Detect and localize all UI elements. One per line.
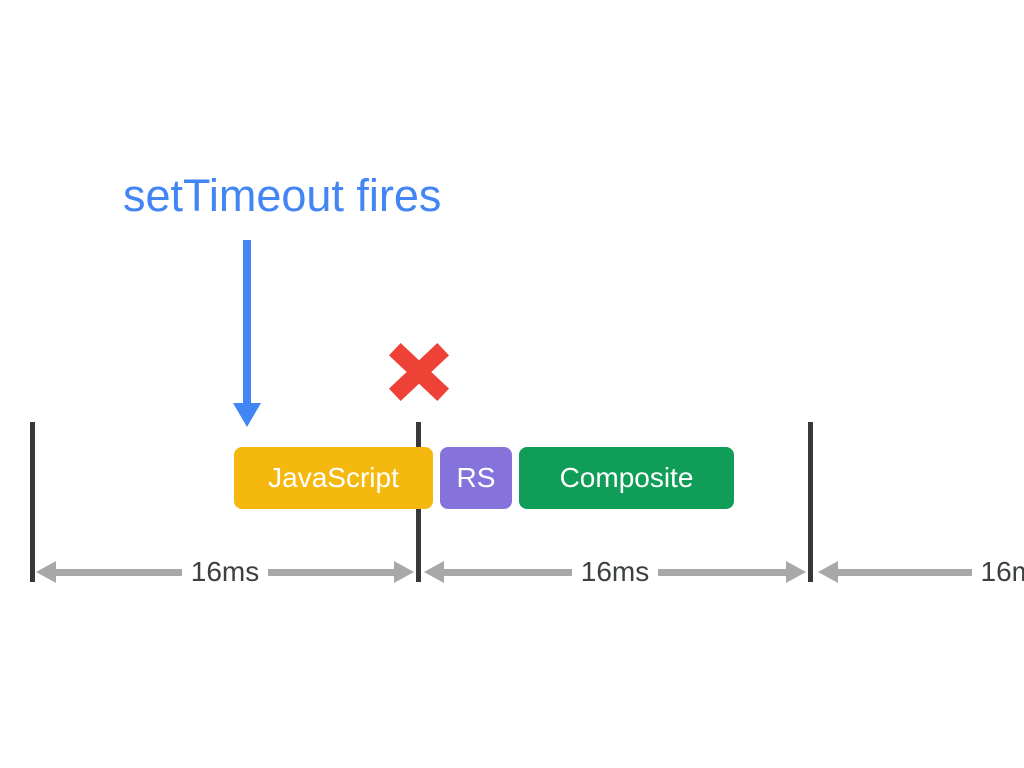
composite-block-label: Composite — [559, 462, 694, 493]
frame-span-3: 16ms — [818, 556, 1024, 587]
down-arrow-head — [233, 403, 261, 427]
arrowhead-left-icon — [424, 561, 444, 583]
down-arrow-shaft — [243, 240, 251, 404]
frame-duration-label-1: 16ms — [190, 556, 260, 587]
arrowhead-left-icon — [36, 561, 56, 583]
measure-line — [56, 568, 182, 576]
frame-span-2: 16ms — [424, 556, 806, 587]
measure-line — [268, 568, 394, 576]
javascript-block: JavaScript — [234, 447, 433, 509]
measure-line — [658, 568, 786, 576]
composite-block: Composite — [519, 447, 734, 509]
measure-line — [838, 568, 972, 576]
arrowhead-right-icon — [394, 561, 414, 583]
frame-duration-label-2: 16ms — [580, 556, 650, 587]
render-style-block-label: RS — [456, 462, 496, 493]
render-style-block: RS — [440, 447, 512, 509]
javascript-block-label: JavaScript — [268, 462, 399, 493]
frame-boundary-tick-1 — [30, 422, 35, 582]
arrowhead-left-icon — [818, 561, 838, 583]
measure-line — [444, 568, 572, 576]
frame-duration-label-3: 16ms — [980, 556, 1024, 587]
frame-span-1: 16ms — [36, 556, 414, 587]
settimeout-fires-label: setTimeout fires — [123, 170, 442, 221]
frame-boundary-tick-3 — [808, 422, 813, 582]
arrowhead-right-icon — [786, 561, 806, 583]
x-mark-icon — [388, 342, 450, 402]
